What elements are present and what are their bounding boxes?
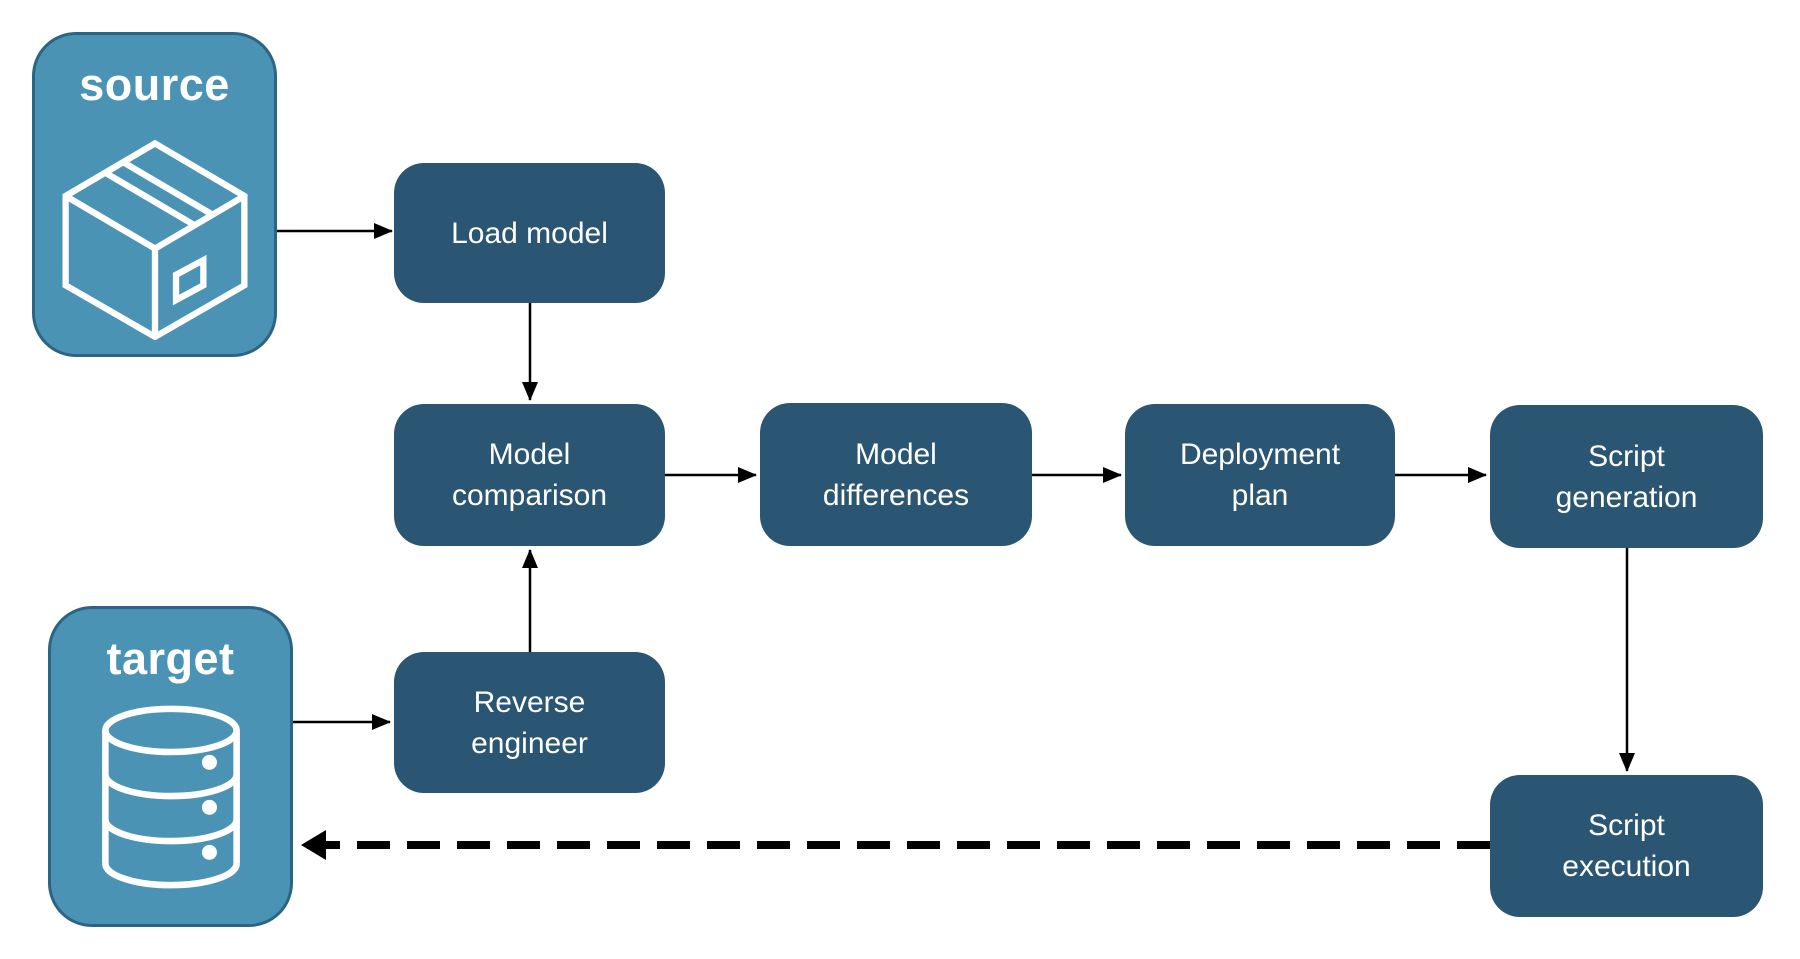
- node-model-comparison-label: Model comparison: [451, 438, 608, 512]
- package-icon: [61, 139, 248, 340]
- node-deployment-plan: Deployment plan: [1125, 404, 1395, 546]
- endpoint-source: source: [32, 32, 277, 357]
- node-model-differences: Model differences: [760, 403, 1032, 546]
- node-deployment-plan-label: Deployment plan: [1179, 438, 1341, 512]
- node-script-generation-label: Script generation: [1555, 439, 1698, 514]
- node-model-comparison: Model comparison: [394, 404, 665, 546]
- node-reverse-engineer-label: Reverse engineer: [471, 685, 588, 760]
- endpoint-target-label: target: [106, 633, 235, 684]
- endpoint-source-label: source: [79, 59, 230, 110]
- node-model-differences-label: Model differences: [822, 437, 970, 512]
- node-script-execution-label: Script execution: [1562, 809, 1691, 883]
- node-reverse-engineer: Reverse engineer: [394, 652, 665, 793]
- database-icon: [101, 705, 240, 889]
- node-load-model-label: Load model: [451, 216, 608, 250]
- node-load-model: Load model: [394, 163, 665, 303]
- endpoint-target: target: [48, 606, 293, 927]
- node-script-generation: Script generation: [1490, 405, 1763, 548]
- node-script-execution: Script execution: [1490, 775, 1763, 917]
